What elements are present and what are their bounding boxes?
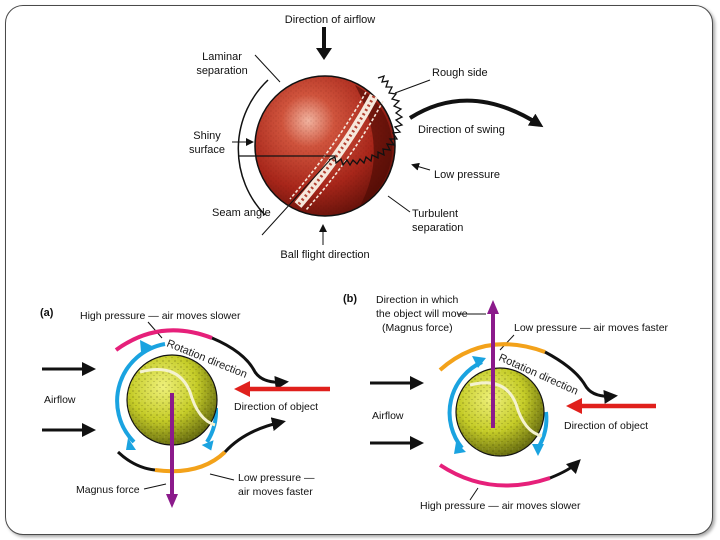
panel-b-direction-of-object-label: Direction of object (564, 420, 648, 432)
panel-b-high-pressure-arc (438, 463, 551, 488)
panel-a-low-pressure-label-1: Low pressure — (238, 472, 315, 484)
panel-a-high-pressure-arc (114, 328, 213, 352)
panel-b-high-pressure-label: High pressure — air moves slower (420, 500, 581, 512)
direction-of-swing-label: Direction of swing (418, 124, 505, 136)
seam-angle-label: Seam angle (212, 207, 271, 219)
ball-seam (294, 93, 378, 208)
laminar-label-1: Laminar (202, 51, 242, 63)
panel-a-magnus-force-label: Magnus force (76, 484, 140, 496)
panel-b-ball-seam (469, 381, 543, 438)
panel-a-direction-of-object-label: Direction of object (234, 401, 318, 413)
laminar-label-2: separation (196, 65, 247, 77)
airflow-direction-label: Direction of airflow (285, 14, 376, 26)
panel-a-ball-seam (139, 368, 216, 427)
panel-b-direction-move-1: Direction in which (376, 294, 458, 306)
low-pressure-label: Low pressure (434, 169, 500, 181)
panel-b-tag: (b) (343, 293, 357, 305)
shiny-label-1: Shiny (193, 130, 221, 142)
swing-arrow (408, 98, 544, 128)
panel-a-low-pressure-label-2: air moves faster (238, 486, 313, 498)
turbulent-zigzag (328, 74, 404, 167)
ball-flight-label: Ball flight direction (280, 249, 369, 261)
panel-b: (b) Direction in which the object will m… (343, 293, 669, 512)
panel-a-rotation-arrow-left (115, 342, 166, 444)
panel-a: (a) High pressure — air moves slower Air… (40, 307, 330, 508)
panel-b-low-pressure-label: Low pressure — air moves faster (514, 322, 669, 334)
panel-b-direction-move-2: the object will move (376, 308, 468, 320)
panel-b-direction-move-3: (Magnus force) (382, 322, 453, 334)
rough-side-label: Rough side (432, 67, 488, 79)
panel-a-high-pressure-label: High pressure — air moves slower (80, 310, 241, 322)
panel-b-rotation-arrow (447, 360, 483, 450)
panel-a-low-pressure-arc (154, 450, 227, 474)
shiny-label-2: surface (189, 144, 225, 156)
turbulent-label-1: Turbulent (412, 208, 458, 220)
panel-a-tag: (a) (40, 307, 54, 319)
laminar-arc (237, 79, 269, 216)
panel-b-low-pressure-arc (438, 342, 546, 372)
cricket-ball-diagram: Direction of airflow Laminar separation … (189, 14, 544, 261)
panel-b-airflow-label: Airflow (372, 410, 404, 422)
turbulent-label-2: separation (412, 222, 463, 234)
panel-a-airflow-label: Airflow (44, 394, 76, 406)
